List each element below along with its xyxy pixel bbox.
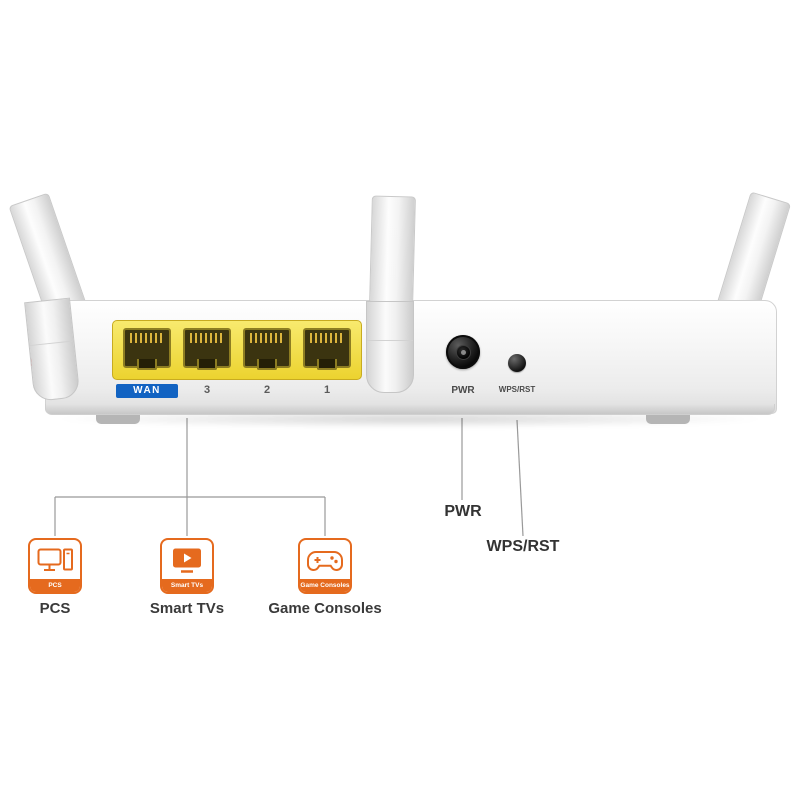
power-jack [446,335,480,369]
pcs-box: PCS [28,538,82,594]
smart-tvs-badge: Smart TVs [162,579,212,592]
device-callout-game-consoles: Game Consoles [298,538,352,594]
pwr-panel-label: PWR [451,385,475,396]
game-consoles-box: Game Consoles [298,538,352,594]
pwr-callout-label: PWR [444,503,482,520]
ethernet-port-3 [183,328,231,368]
antenna-middle-hinge [366,301,414,393]
router-base [45,404,775,415]
device-callout-smart-tvs: Smart TVs [160,538,214,594]
pcs-badge: PCS [30,579,80,592]
wps-rst-button [508,354,526,372]
smart-tvs-box: Smart TVs [160,538,214,594]
wan-port-label: WAN [116,384,178,398]
device-callout-pcs: PCS [28,538,82,594]
smart-tvs-label: Smart TVs [149,600,225,617]
power-jack-hole [455,344,471,360]
router-foot-left [96,414,140,424]
port-1-label: 1 [323,384,331,396]
port-3-label: 3 [203,384,211,396]
ethernet-port-block [112,320,362,380]
smart-tv-icon [162,543,212,579]
gamepad-icon [300,543,350,579]
port-2-label: 2 [263,384,271,396]
desktop-pc-icon [30,543,80,579]
antenna-middle [369,195,416,309]
game-consoles-badge: Game Consoles [300,579,350,592]
pcs-label: PCS [39,600,71,617]
ethernet-port-1 [303,328,351,368]
wps-panel-label: WPS/RST [498,385,536,394]
game-consoles-label: Game Consoles [268,600,382,617]
power-jack-pin [460,349,466,355]
ethernet-port-wan [123,328,171,368]
ethernet-port-2 [243,328,291,368]
router-foot-right [646,414,690,424]
wps-callout-label: WPS/RST [486,538,560,555]
